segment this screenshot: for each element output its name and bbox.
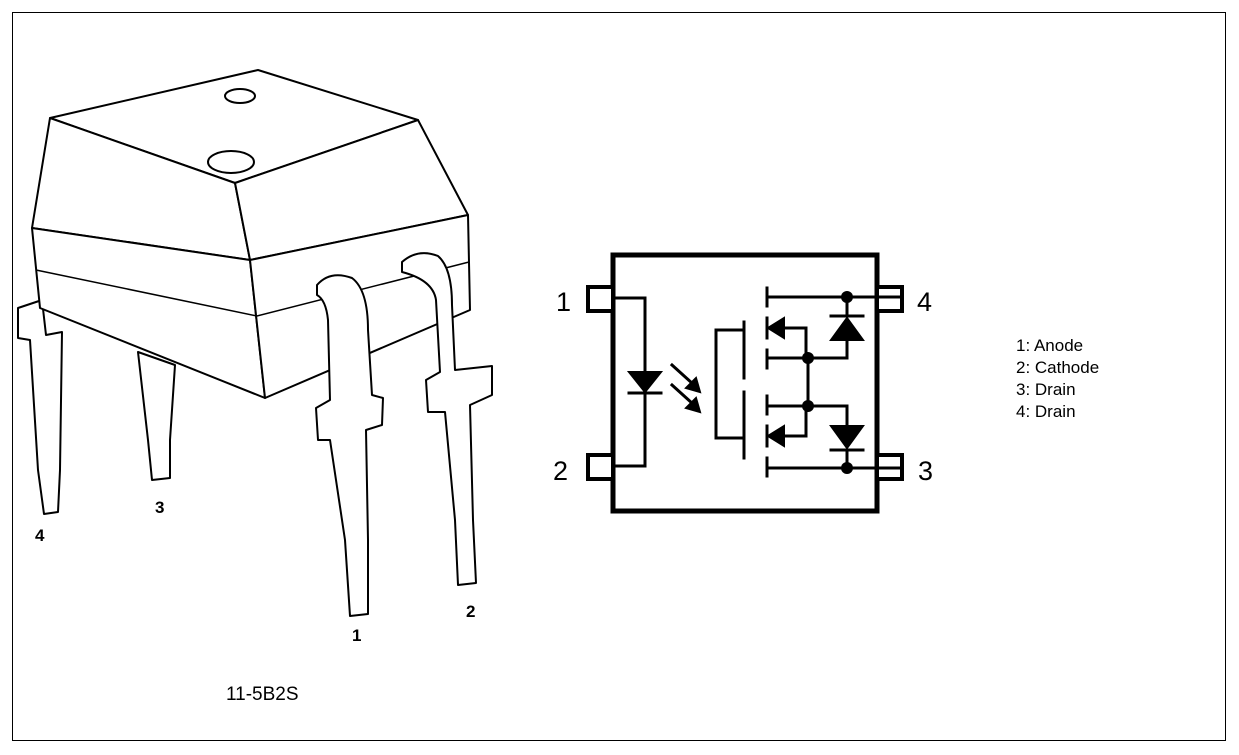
schematic-pin-label-1: 1 <box>556 287 571 317</box>
led-diode-icon <box>626 371 664 394</box>
package-seam <box>35 261 470 317</box>
mosfet-bottom-body-wire <box>765 404 808 438</box>
schematic-package-box <box>610 252 880 514</box>
schematic-pin-tab-2 <box>586 453 615 481</box>
junction-dot <box>841 291 853 303</box>
package-pin-label-3: 3 <box>155 498 164 517</box>
legend-item: 3: Drain <box>1016 380 1076 399</box>
package-illustration <box>17 69 493 617</box>
pin-1-lead <box>315 274 384 617</box>
gate-wire <box>714 328 746 440</box>
body-diode-bottom-icon <box>829 425 865 450</box>
legend-item: 4: Drain <box>1016 402 1076 421</box>
pin-4-lead <box>17 299 63 515</box>
schematic-pin-tab-1 <box>586 285 615 313</box>
light-arrow-1 <box>669 362 696 387</box>
light-arrow-1-head <box>684 376 702 394</box>
body-diode-top-return <box>806 338 849 360</box>
package-pin-label-4: 4 <box>35 526 45 545</box>
body-diode-bottom-wire <box>806 404 849 428</box>
mosfet-top-arrow-icon <box>766 316 785 340</box>
junction-dot <box>841 462 853 474</box>
schematic-pin-tab-4 <box>875 285 904 313</box>
led-anode-wire <box>611 296 647 374</box>
mosfet-bottom-arrow-icon <box>766 424 785 448</box>
schematic-pin-label-3: 3 <box>918 456 933 486</box>
pin-3-lead <box>137 351 176 481</box>
legend-item: 1: Anode <box>1016 336 1084 355</box>
legend-item: 2: Cathode <box>1016 358 1100 377</box>
body-diode-top-icon <box>829 316 865 341</box>
light-arrow-2 <box>669 382 696 407</box>
package-pin-label-1: 1 <box>352 626 361 645</box>
pin-2-lead <box>401 252 493 586</box>
mosfet-top-body-wire <box>765 326 808 360</box>
led-cathode-wire <box>611 390 647 468</box>
schematic-pin-label-4: 4 <box>917 287 932 317</box>
schematic-pin-label-2: 2 <box>553 456 568 486</box>
figure-frame <box>12 12 1226 741</box>
package-mark-small <box>224 88 256 104</box>
pin-legend: 1: Anode 2: Cathode 3: Drain 4: Drain <box>1016 335 1099 423</box>
light-arrow-2-head <box>684 396 702 414</box>
schematic <box>586 252 904 514</box>
part-code: 11-5B2S <box>226 684 299 705</box>
package-pin-label-2: 2 <box>466 602 475 621</box>
package-mark-large <box>207 150 255 174</box>
